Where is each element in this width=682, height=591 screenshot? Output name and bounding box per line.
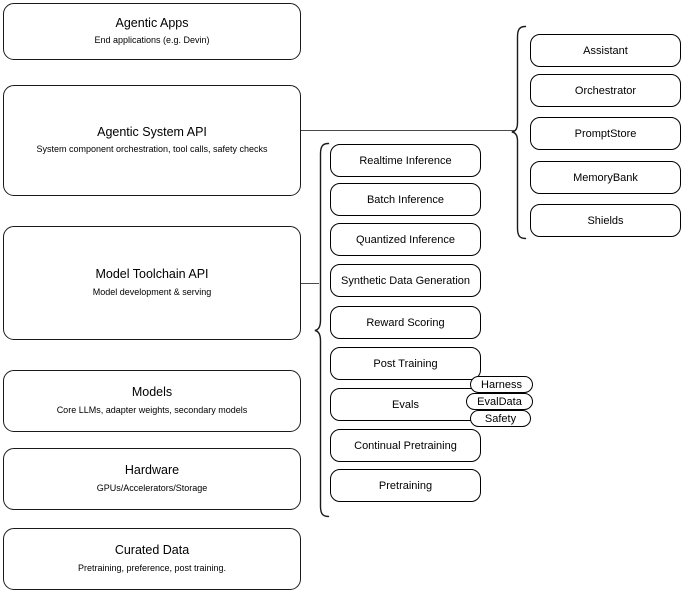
layer-title: Models	[131, 385, 173, 400]
component-synthetic-data-generation[interactable]: Synthetic Data Generation	[330, 264, 481, 297]
layer-box-model-toolchain-api[interactable]: Model Toolchain API Model development & …	[3, 226, 301, 340]
evals-subcomponent-label: EvalData	[477, 395, 522, 408]
layer-box-hardware[interactable]: Hardware GPUs/Accelerators/Storage	[3, 448, 301, 510]
layer-subtitle: End applications (e.g. Devin)	[94, 35, 210, 46]
layer-subtitle: Core LLMs, adapter weights, secondary mo…	[56, 404, 248, 415]
component-assistant[interactable]: Assistant	[530, 34, 681, 67]
component-label: Reward Scoring	[366, 316, 445, 329]
component-label: Realtime Inference	[359, 154, 452, 167]
component-orchestrator[interactable]: Orchestrator	[530, 74, 681, 107]
component-quantized-inference[interactable]: Quantized Inference	[330, 223, 481, 256]
component-promptstore[interactable]: PromptStore	[530, 117, 681, 150]
brace-agentic-components	[511, 25, 527, 241]
component-label: Continual Pretraining	[354, 439, 457, 452]
evals-subcomponent-evaldata[interactable]: EvalData	[466, 393, 533, 410]
component-post-training[interactable]: Post Training	[330, 347, 481, 380]
component-reward-scoring[interactable]: Reward Scoring	[330, 306, 481, 339]
evals-subcomponent-harness[interactable]: Harness	[470, 376, 533, 393]
connector-toolchain-api-to-components	[301, 283, 319, 285]
component-memorybank[interactable]: MemoryBank	[530, 161, 681, 194]
layer-subtitle: Model development & serving	[92, 286, 212, 297]
component-label: Pretraining	[378, 479, 433, 492]
layer-title: Agentic Apps	[115, 15, 189, 30]
component-shields[interactable]: Shields	[530, 204, 681, 237]
brace-toolchain-components	[314, 142, 330, 518]
component-label: Shields	[587, 214, 624, 227]
component-continual-pretraining[interactable]: Continual Pretraining	[330, 429, 481, 462]
evals-subcomponent-label: Safety	[484, 412, 517, 425]
layer-title: Hardware	[124, 463, 180, 478]
layer-title: Curated Data	[114, 543, 190, 558]
component-label: Evals	[392, 398, 419, 411]
component-batch-inference[interactable]: Batch Inference	[330, 183, 481, 216]
component-label: Batch Inference	[366, 193, 445, 206]
evals-subcomponent-label: Harness	[481, 378, 522, 391]
layer-title: Agentic System API	[97, 124, 207, 139]
component-evals[interactable]: Evals	[330, 388, 481, 421]
component-label: PromptStore	[574, 127, 637, 140]
component-label: Post Training	[373, 357, 438, 370]
layer-box-agentic-system-api[interactable]: Agentic System API System component orch…	[3, 85, 301, 196]
connector-agentic-system-api-to-components	[301, 130, 516, 132]
evals-subcomponent-safety[interactable]: Safety	[470, 410, 531, 427]
component-realtime-inference[interactable]: Realtime Inference	[330, 144, 481, 177]
layer-box-models[interactable]: Models Core LLMs, adapter weights, secon…	[3, 370, 301, 432]
component-label: MemoryBank	[573, 171, 638, 184]
layer-title: Model Toolchain API	[95, 267, 209, 282]
component-label: Assistant	[583, 44, 628, 57]
component-label: Synthetic Data Generation	[340, 274, 471, 287]
layer-box-curated-data[interactable]: Curated Data Pretraining, preference, po…	[3, 528, 301, 590]
layer-box-agentic-apps[interactable]: Agentic Apps End applications (e.g. Devi…	[3, 3, 301, 60]
component-pretraining[interactable]: Pretraining	[330, 469, 481, 502]
layer-subtitle: System component orchestration, tool cal…	[36, 144, 268, 155]
layer-subtitle: GPUs/Accelerators/Storage	[96, 482, 208, 493]
layer-subtitle: Pretraining, preference, post training.	[77, 562, 227, 573]
component-label: Quantized Inference	[355, 233, 456, 246]
component-label: Orchestrator	[574, 84, 637, 97]
